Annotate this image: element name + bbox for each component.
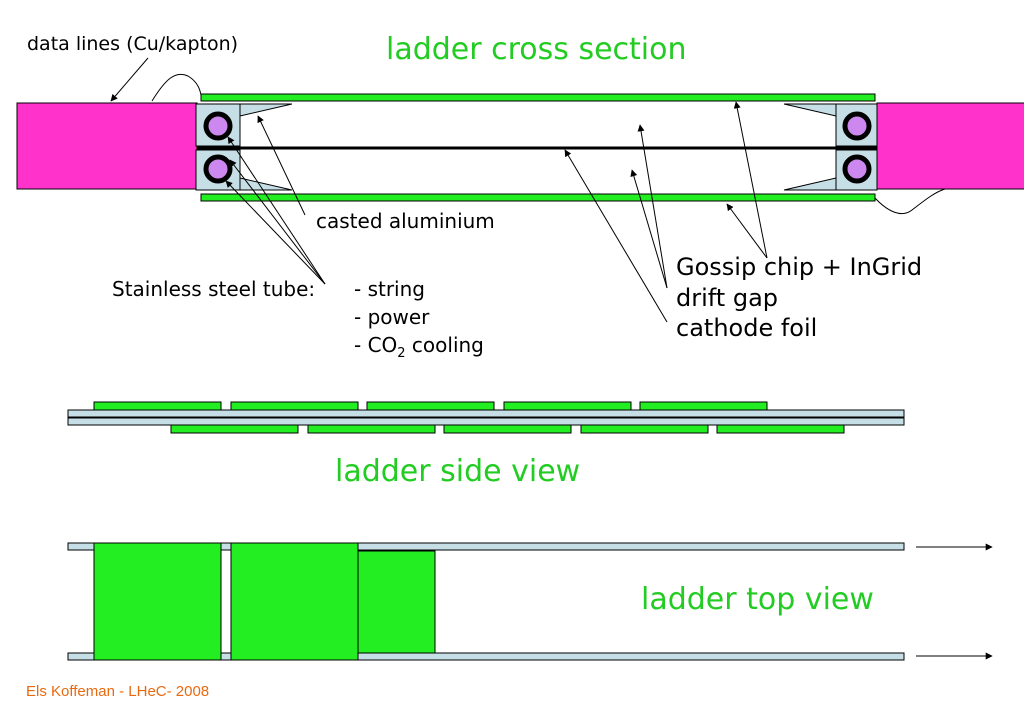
tube-right-upper <box>842 111 872 141</box>
pointer-aluminium <box>257 115 306 216</box>
label-co2-cooling: - CO2 cooling <box>354 334 484 365</box>
data-line-cable-right <box>874 188 946 214</box>
title-side-view: ladder side view <box>335 454 581 489</box>
footer-credit: Els Koffeman - LHeC- 2008 <box>26 683 210 700</box>
right-lower-wedge <box>783 177 837 191</box>
side-chip-bottom-1 <box>170 424 299 434</box>
top-chip-layer <box>200 93 876 102</box>
title-top-view: ladder top view <box>641 582 874 617</box>
tube-left-upper <box>203 111 233 141</box>
left-lower-wedge <box>239 177 293 191</box>
top-rail-upper <box>67 542 905 551</box>
label-string: - string <box>354 277 425 301</box>
pointer-gossip-2 <box>726 203 768 259</box>
pointer-data-lines <box>110 57 149 102</box>
label-co2-prefix: - CO <box>354 333 398 357</box>
left-connector <box>16 102 198 190</box>
label-data-lines: data lines (Cu/kapton) <box>27 33 239 55</box>
tube-left-lower <box>203 154 233 184</box>
top-rail-lower <box>67 652 905 661</box>
pointer-drift-1 <box>637 124 668 289</box>
side-chip-top-2 <box>230 401 359 411</box>
top-chip-3 <box>357 550 436 654</box>
label-co2-subscript: 2 <box>397 346 406 361</box>
top-chip-1 <box>93 542 222 661</box>
title-cross-section: ladder cross section <box>386 32 687 67</box>
side-chip-bottom-3 <box>443 424 572 434</box>
pointer-tube-1 <box>227 136 326 285</box>
label-gossip-chip: Gossip chip + InGrid <box>676 253 923 281</box>
side-chip-top-3 <box>366 401 495 411</box>
side-chip-bottom-4 <box>580 424 709 434</box>
pointer-drift-2 <box>630 169 668 289</box>
side-chip-top-1 <box>93 401 222 411</box>
label-stainless-steel: Stainless steel tube: <box>112 277 316 301</box>
left-upper-wedge <box>239 103 293 117</box>
label-co2-suffix: cooling <box>405 333 484 357</box>
pointer-gossip-1 <box>733 101 768 259</box>
side-frame-lower <box>67 417 905 426</box>
top-chip-2 <box>230 542 359 661</box>
right-upper-wedge <box>783 103 837 117</box>
label-casted-aluminium: casted aluminium <box>316 209 495 233</box>
pointer-tube-3 <box>225 180 326 285</box>
bottom-chip-layer <box>200 193 876 202</box>
label-cathode-foil: cathode foil <box>676 314 818 342</box>
side-chip-top-4 <box>503 401 632 411</box>
side-chip-bottom-2 <box>307 424 436 434</box>
label-power: - power <box>354 305 430 329</box>
pointer-cathode <box>564 149 668 323</box>
label-drift-gap: drift gap <box>676 284 779 312</box>
pointer-tube-2 <box>229 159 326 285</box>
right-connector <box>876 102 1024 190</box>
side-chip-top-5 <box>639 401 768 411</box>
tube-right-lower <box>842 154 872 184</box>
side-chip-bottom-5 <box>716 424 845 434</box>
data-line-cable-left <box>151 73 202 102</box>
side-frame-upper <box>67 409 905 418</box>
